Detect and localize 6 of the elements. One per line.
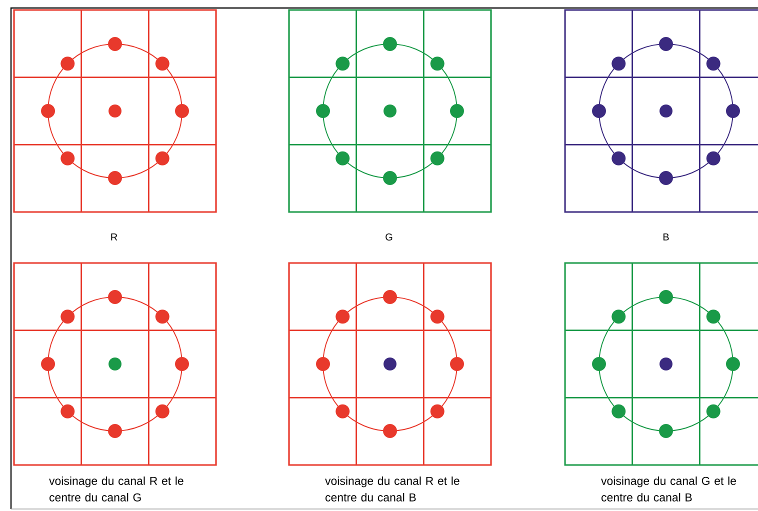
caption: voisinage du canal G et le centre du canal B [601, 476, 736, 502]
channel-label: G [386, 233, 392, 241]
caption: voisinage du canal R et le centre du canal B [325, 476, 460, 502]
channel-label: B [663, 234, 669, 240]
channel-label: R [111, 234, 118, 240]
caption: voisinage du canal R et le centre du canal G [49, 476, 184, 502]
